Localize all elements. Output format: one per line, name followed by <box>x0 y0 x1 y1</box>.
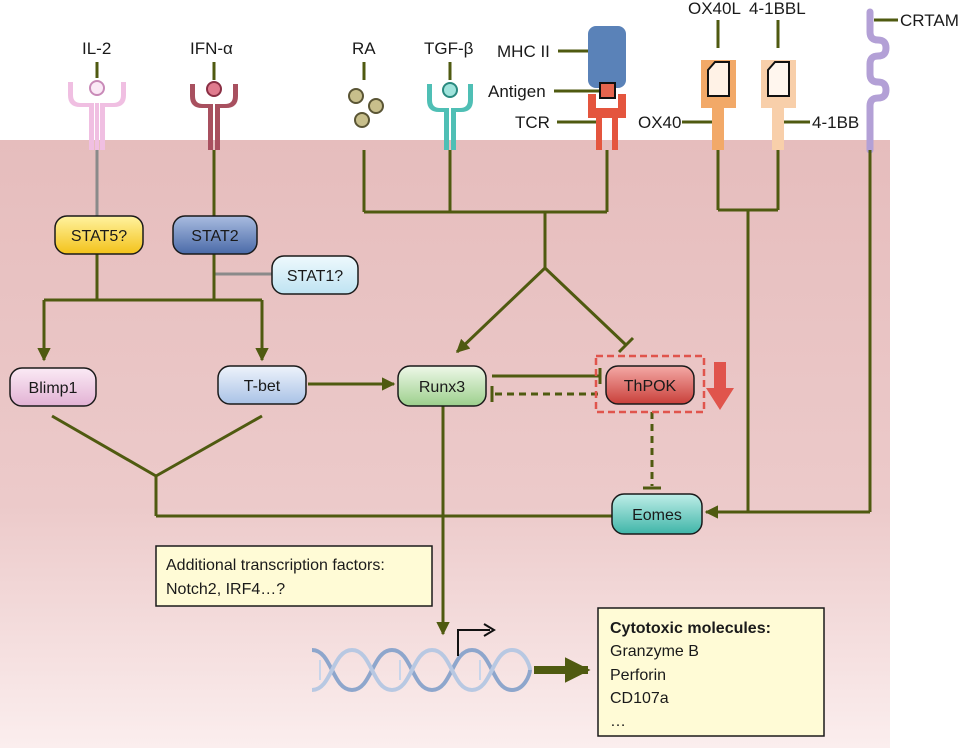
thpok-down-arrow <box>706 362 734 410</box>
bbl41-label: 4-1BBL <box>749 0 806 18</box>
ifna-label: IFN-α <box>190 39 233 58</box>
eomes-node: Eomes <box>611 493 703 535</box>
tcr-complex: MHC II Antigen TCR <box>488 26 626 150</box>
cytotoxic-item-perforin: Perforin <box>610 667 666 684</box>
il2-receptor: IL-2 <box>68 39 126 150</box>
tcr-label: TCR <box>515 113 550 132</box>
blimp1-node: Blimp1 <box>9 367 97 407</box>
svg-text:Blimp1: Blimp1 <box>29 380 78 397</box>
transcription-start-icon <box>457 623 496 656</box>
additional-tf-line1: Additional transcription factors: <box>166 557 385 574</box>
cytotoxic-item-ellipsis: … <box>610 713 626 730</box>
cytotoxic-molecules-box: Cytotoxic molecules: Granzyme B Perforin… <box>597 607 825 737</box>
antigen-label: Antigen <box>488 82 546 101</box>
bb41-receptor: 4-1BBL 4-1BB <box>749 0 859 150</box>
dna-helix <box>311 647 532 693</box>
additional-tf-box: Additional transcription factors: Notch2… <box>155 545 433 607</box>
ox40-receptor: OX40L OX40 <box>638 0 741 150</box>
svg-text:ThPOK: ThPOK <box>624 378 677 395</box>
ox40l-label: OX40L <box>688 0 741 18</box>
mhc2-label: MHC II <box>497 42 550 61</box>
thpok-node: ThPOK <box>594 354 706 414</box>
svg-text:Eomes: Eomes <box>632 507 682 524</box>
runx3-node: Runx3 <box>397 365 487 407</box>
crtam-receptor: CRTAM <box>866 8 959 154</box>
bb41-label: 4-1BB <box>812 113 859 132</box>
tgfb-label: TGF-β <box>424 39 474 58</box>
stat2-node: STAT2 <box>172 215 258 255</box>
stat5-node: STAT5? <box>54 215 144 255</box>
ra-label: RA <box>352 39 376 58</box>
cytotoxic-title: Cytotoxic molecules: <box>610 620 771 637</box>
svg-text:STAT1?: STAT1? <box>287 268 343 285</box>
stat1-node: STAT1? <box>271 255 359 295</box>
svg-text:T-bet: T-bet <box>244 378 281 395</box>
svg-text:STAT2: STAT2 <box>191 228 239 245</box>
svg-text:Runx3: Runx3 <box>419 379 465 396</box>
crtam-label: CRTAM <box>900 11 959 30</box>
tgfb-receptor: TGF-β <box>424 39 474 150</box>
ox40-label: OX40 <box>638 113 681 132</box>
svg-text:STAT5?: STAT5? <box>71 228 127 245</box>
cytotoxic-item-granzyme: Granzyme B <box>610 643 699 660</box>
tbet-node: T-bet <box>217 365 307 405</box>
ra-ligand: RA <box>348 39 384 128</box>
ifn-receptor: IFN-α <box>190 39 238 150</box>
cytotoxic-item-cd107a: CD107a <box>610 690 669 707</box>
il2-label: IL-2 <box>82 39 111 58</box>
additional-tf-line2: Notch2, IRF4…? <box>166 581 285 598</box>
